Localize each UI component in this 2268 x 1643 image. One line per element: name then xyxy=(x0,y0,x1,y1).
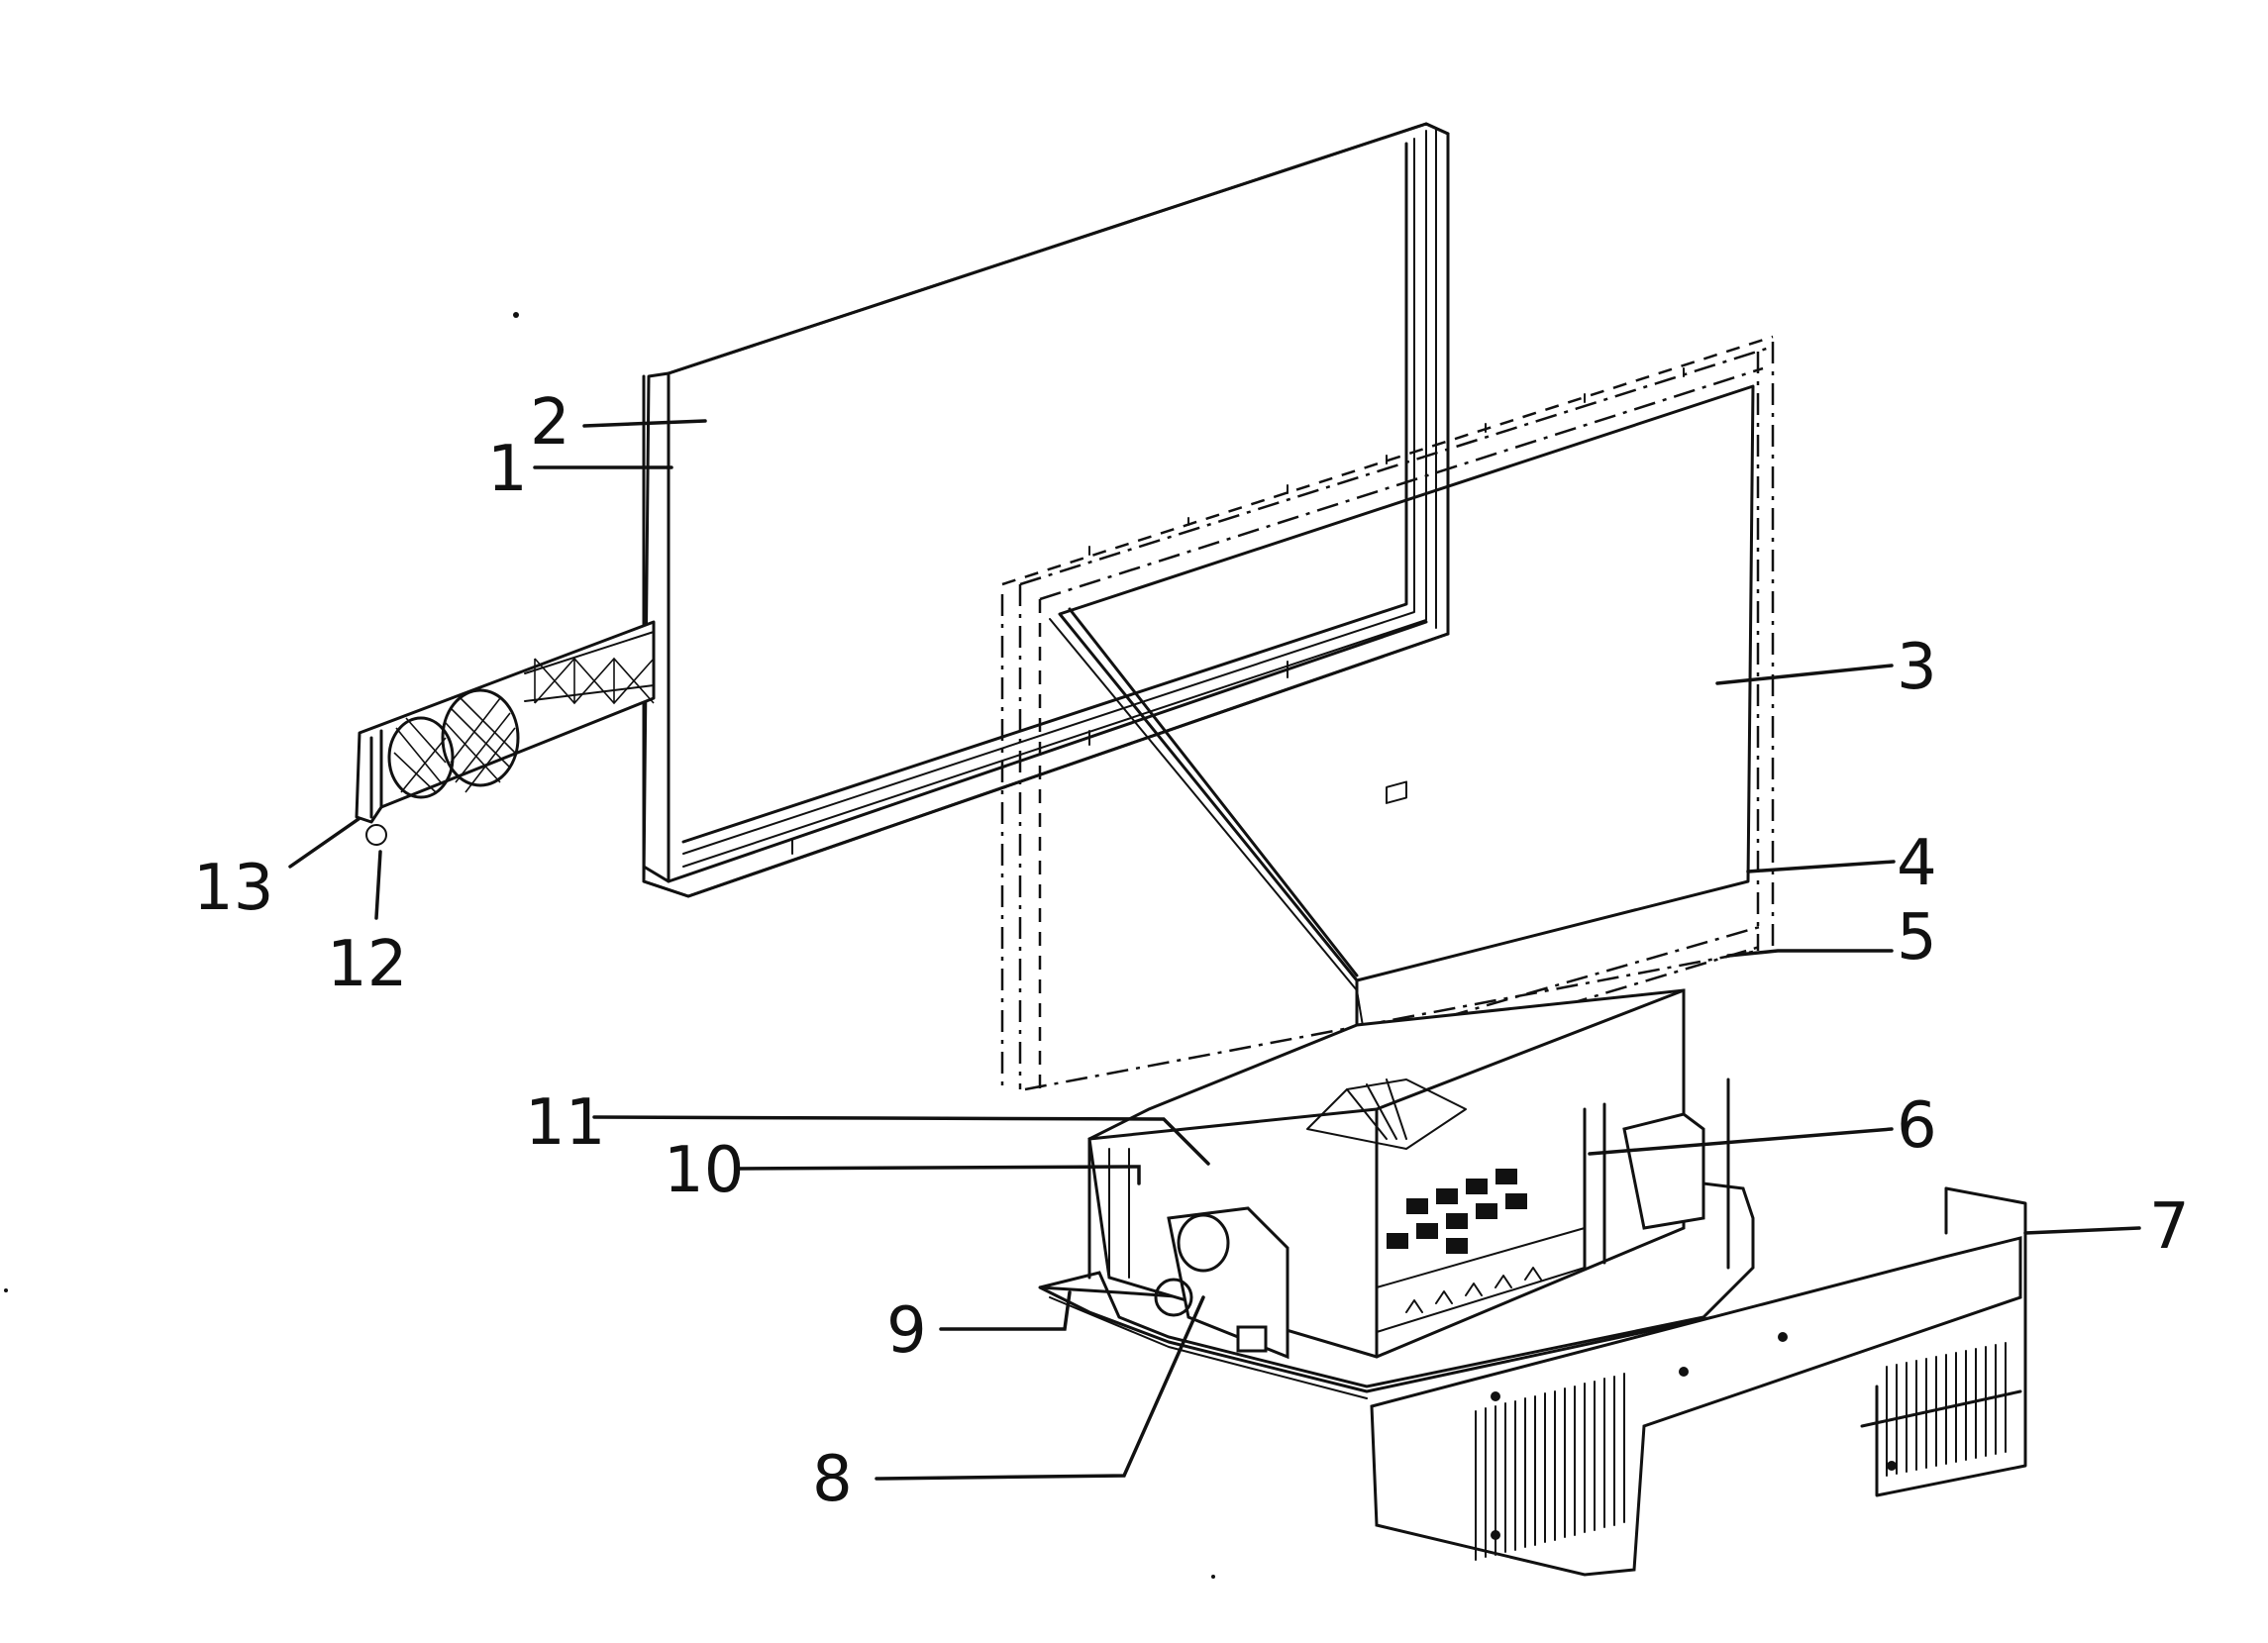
callout-4: 4 xyxy=(1897,827,1937,900)
callout-2: 2 xyxy=(530,386,570,460)
front-screen-frame xyxy=(642,122,1450,898)
vent-grille-left xyxy=(1475,1373,1625,1561)
base-chassis xyxy=(1038,780,1755,1399)
callout-7: 7 xyxy=(2149,1190,2190,1264)
callout-6: 6 xyxy=(1897,1089,1937,1163)
circuit-board-grid xyxy=(1386,780,1527,1254)
callout-9: 9 xyxy=(886,1294,927,1368)
callout-8: 8 xyxy=(812,1443,853,1516)
callout-10: 10 xyxy=(664,1134,744,1207)
lens-bracket-assembly xyxy=(355,620,656,846)
back-cover-panel xyxy=(1370,1186,2027,1577)
vent-grille-right xyxy=(1886,1342,2007,1477)
leader-lines xyxy=(288,419,2141,1481)
callout-12: 12 xyxy=(327,928,407,1001)
callout-3: 3 xyxy=(1897,631,1937,704)
callout-labels: 1 2 3 4 5 6 7 8 9 10 11 12 13 xyxy=(193,386,2190,1516)
callout-11: 11 xyxy=(525,1086,605,1160)
callout-13: 13 xyxy=(193,852,273,925)
callout-1: 1 xyxy=(487,433,528,506)
callout-5: 5 xyxy=(1897,901,1937,975)
